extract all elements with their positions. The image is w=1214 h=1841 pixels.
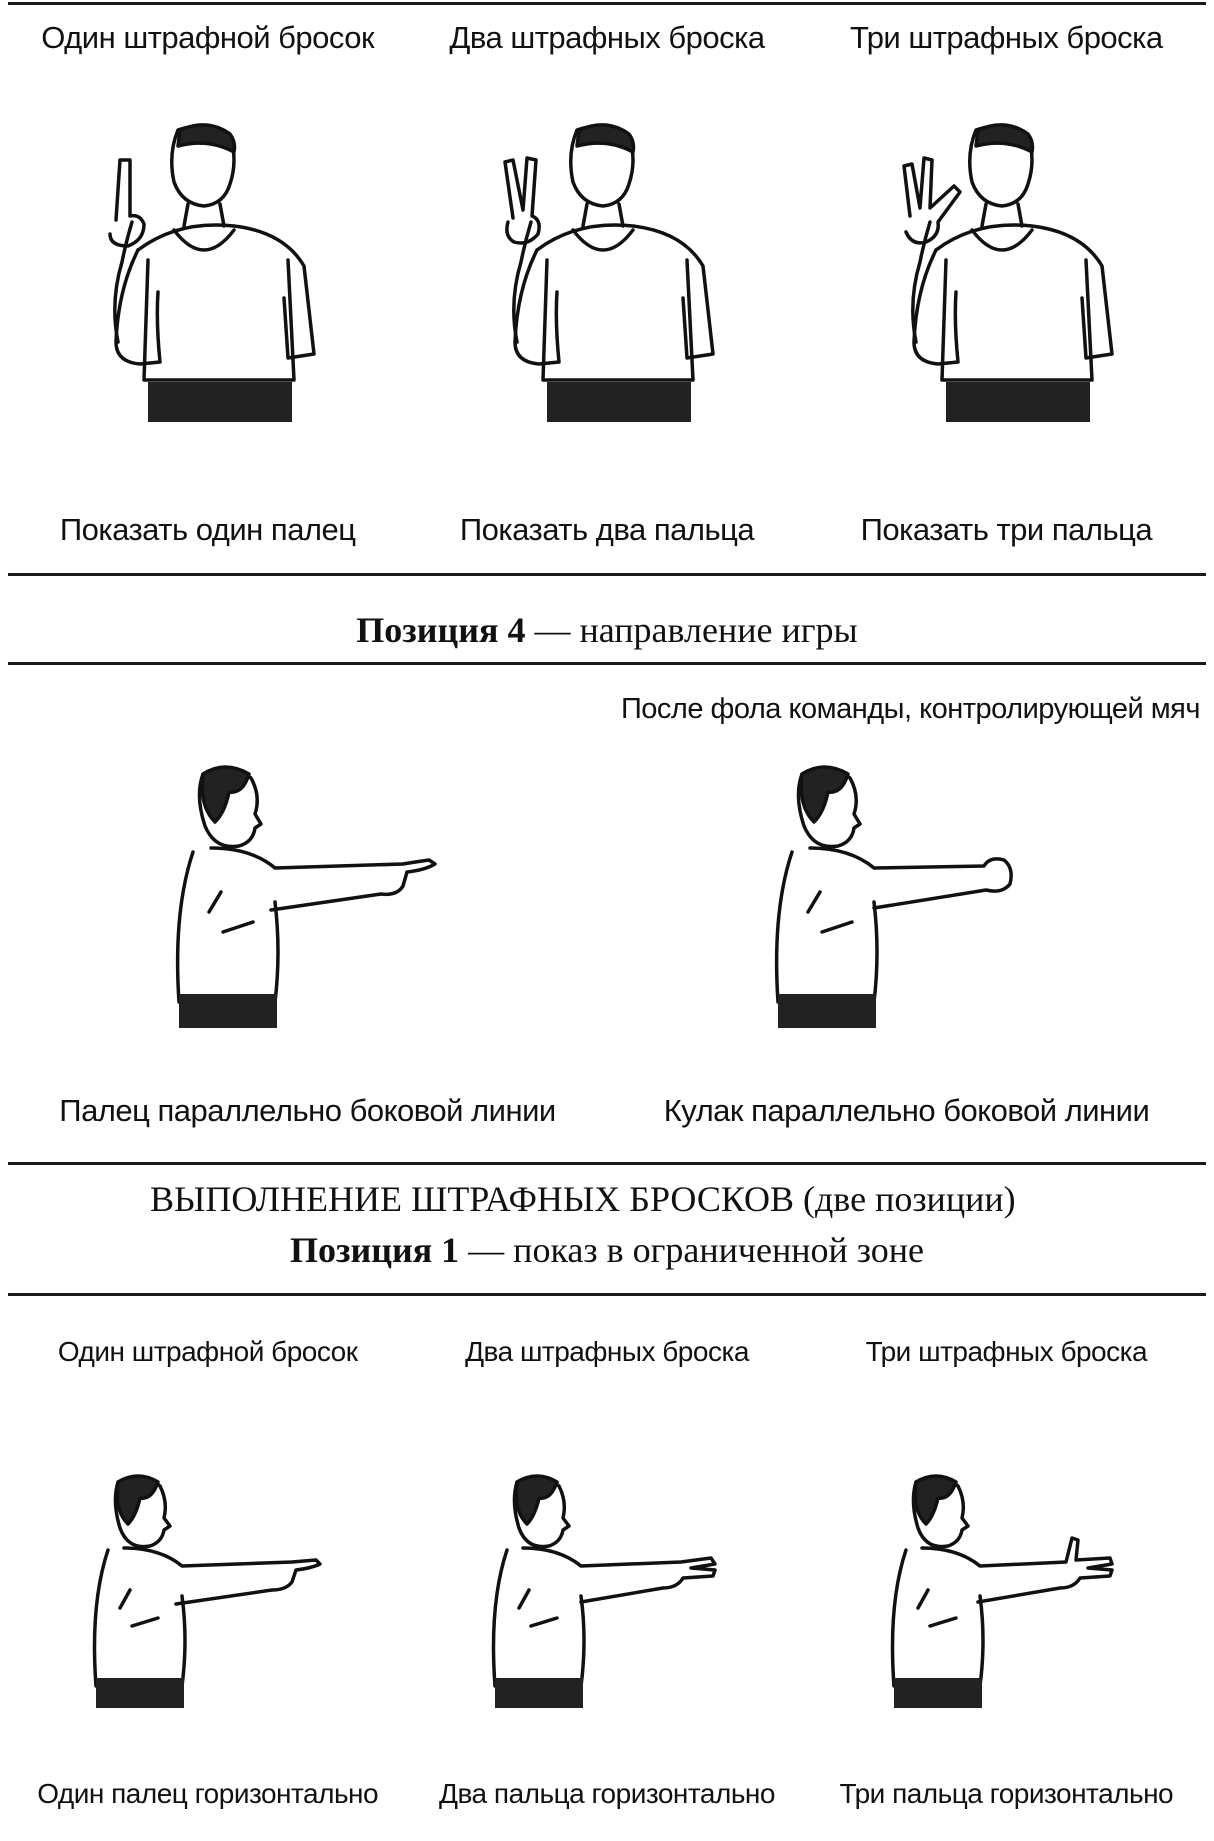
ft-caption-two: Два пальца горизонтально — [439, 1778, 775, 1809]
top-captions-row: Показать один палец Показать два пальца … — [8, 512, 1206, 548]
figure-point-finger — [8, 762, 607, 1042]
referee-raised-two-fingers-illustration — [503, 123, 715, 422]
caption-one-finger: Показать один палец — [59, 512, 356, 547]
rule-after-position4 — [8, 1162, 1206, 1165]
top-figures-row — [8, 120, 1206, 450]
figure-one-finger-up — [8, 120, 407, 450]
caption-finger-parallel: Палец параллельно боковой линии — [59, 1093, 556, 1128]
position1-heading-rest: — показ в ограниченной зоне — [459, 1230, 924, 1270]
free-throws-captions-row: Один палец горизонтально Два пальца гори… — [8, 1778, 1206, 1810]
top-titles-row: Один штрафной бросок Два штрафных броска… — [8, 20, 1206, 56]
referee-three-fingers-horizontal-illustration — [891, 1474, 1115, 1708]
position4-figures-row — [8, 762, 1206, 1042]
position1-heading: Позиция 1 — показ в ограниченной зоне — [8, 1229, 1206, 1271]
ft-caption-one: Один палец горизонтально — [37, 1778, 379, 1809]
rule-after-position1-heading — [8, 1293, 1206, 1296]
title-one-free-throw: Один штрафной бросок — [41, 20, 375, 55]
rule-after-top-section — [8, 573, 1206, 576]
title-three-free-throws: Три штрафных броска — [850, 20, 1163, 55]
figure-two-fingers-up — [407, 120, 806, 450]
referee-pointing-finger-illustration — [175, 765, 437, 1028]
caption-fist-parallel: Кулак параллельно боковой линии — [663, 1093, 1150, 1128]
free-throws-title: ВЫПОЛНЕНИЕ ШТРАФНЫХ БРОСКОВ (две позиции… — [150, 1179, 1016, 1219]
rule-after-position4-heading — [8, 662, 1206, 665]
caption-three-fingers: Показать три пальца — [860, 512, 1153, 547]
top-rule — [8, 2, 1206, 5]
referee-raised-one-finger-illustration — [107, 123, 316, 422]
referee-one-finger-horizontal-illustration — [92, 1474, 322, 1708]
caption-two-fingers: Показать два пальца — [459, 512, 755, 547]
position4-heading-rest: — направление игры — [525, 610, 858, 650]
referee-two-fingers-horizontal-illustration — [491, 1474, 717, 1708]
position4-note: После фола команды, контролирующей мяч — [620, 693, 1201, 725]
referee-pointing-fist-illustration — [774, 765, 1013, 1028]
ft-title-two: Два штрафных броска — [465, 1336, 749, 1367]
referee-raised-three-fingers-illustration — [902, 123, 1115, 422]
figure-two-fingers-horizontal — [407, 1470, 806, 1730]
figure-three-fingers-horizontal — [807, 1470, 1206, 1730]
free-throws-titles-row: Один штрафной бросок Два штрафных броска… — [8, 1336, 1206, 1368]
figure-three-fingers-up — [807, 120, 1206, 450]
ft-title-one: Один штрафной бросок — [57, 1336, 358, 1367]
position4-heading-bold: Позиция 4 — [356, 610, 526, 650]
position4-captions-row: Палец параллельно боковой линии Кулак па… — [8, 1093, 1206, 1129]
ft-title-three: Три штрафных броска — [865, 1336, 1148, 1367]
ft-caption-three: Три пальца горизонтально — [839, 1778, 1174, 1809]
figure-point-fist — [607, 762, 1206, 1042]
position1-heading-bold: Позиция 1 — [290, 1230, 460, 1270]
position4-heading: Позиция 4 — направление игры — [8, 609, 1206, 651]
free-throws-figures-row — [8, 1470, 1206, 1730]
figure-one-finger-horizontal — [8, 1470, 407, 1730]
title-two-free-throws: Два штрафных броска — [449, 20, 765, 55]
